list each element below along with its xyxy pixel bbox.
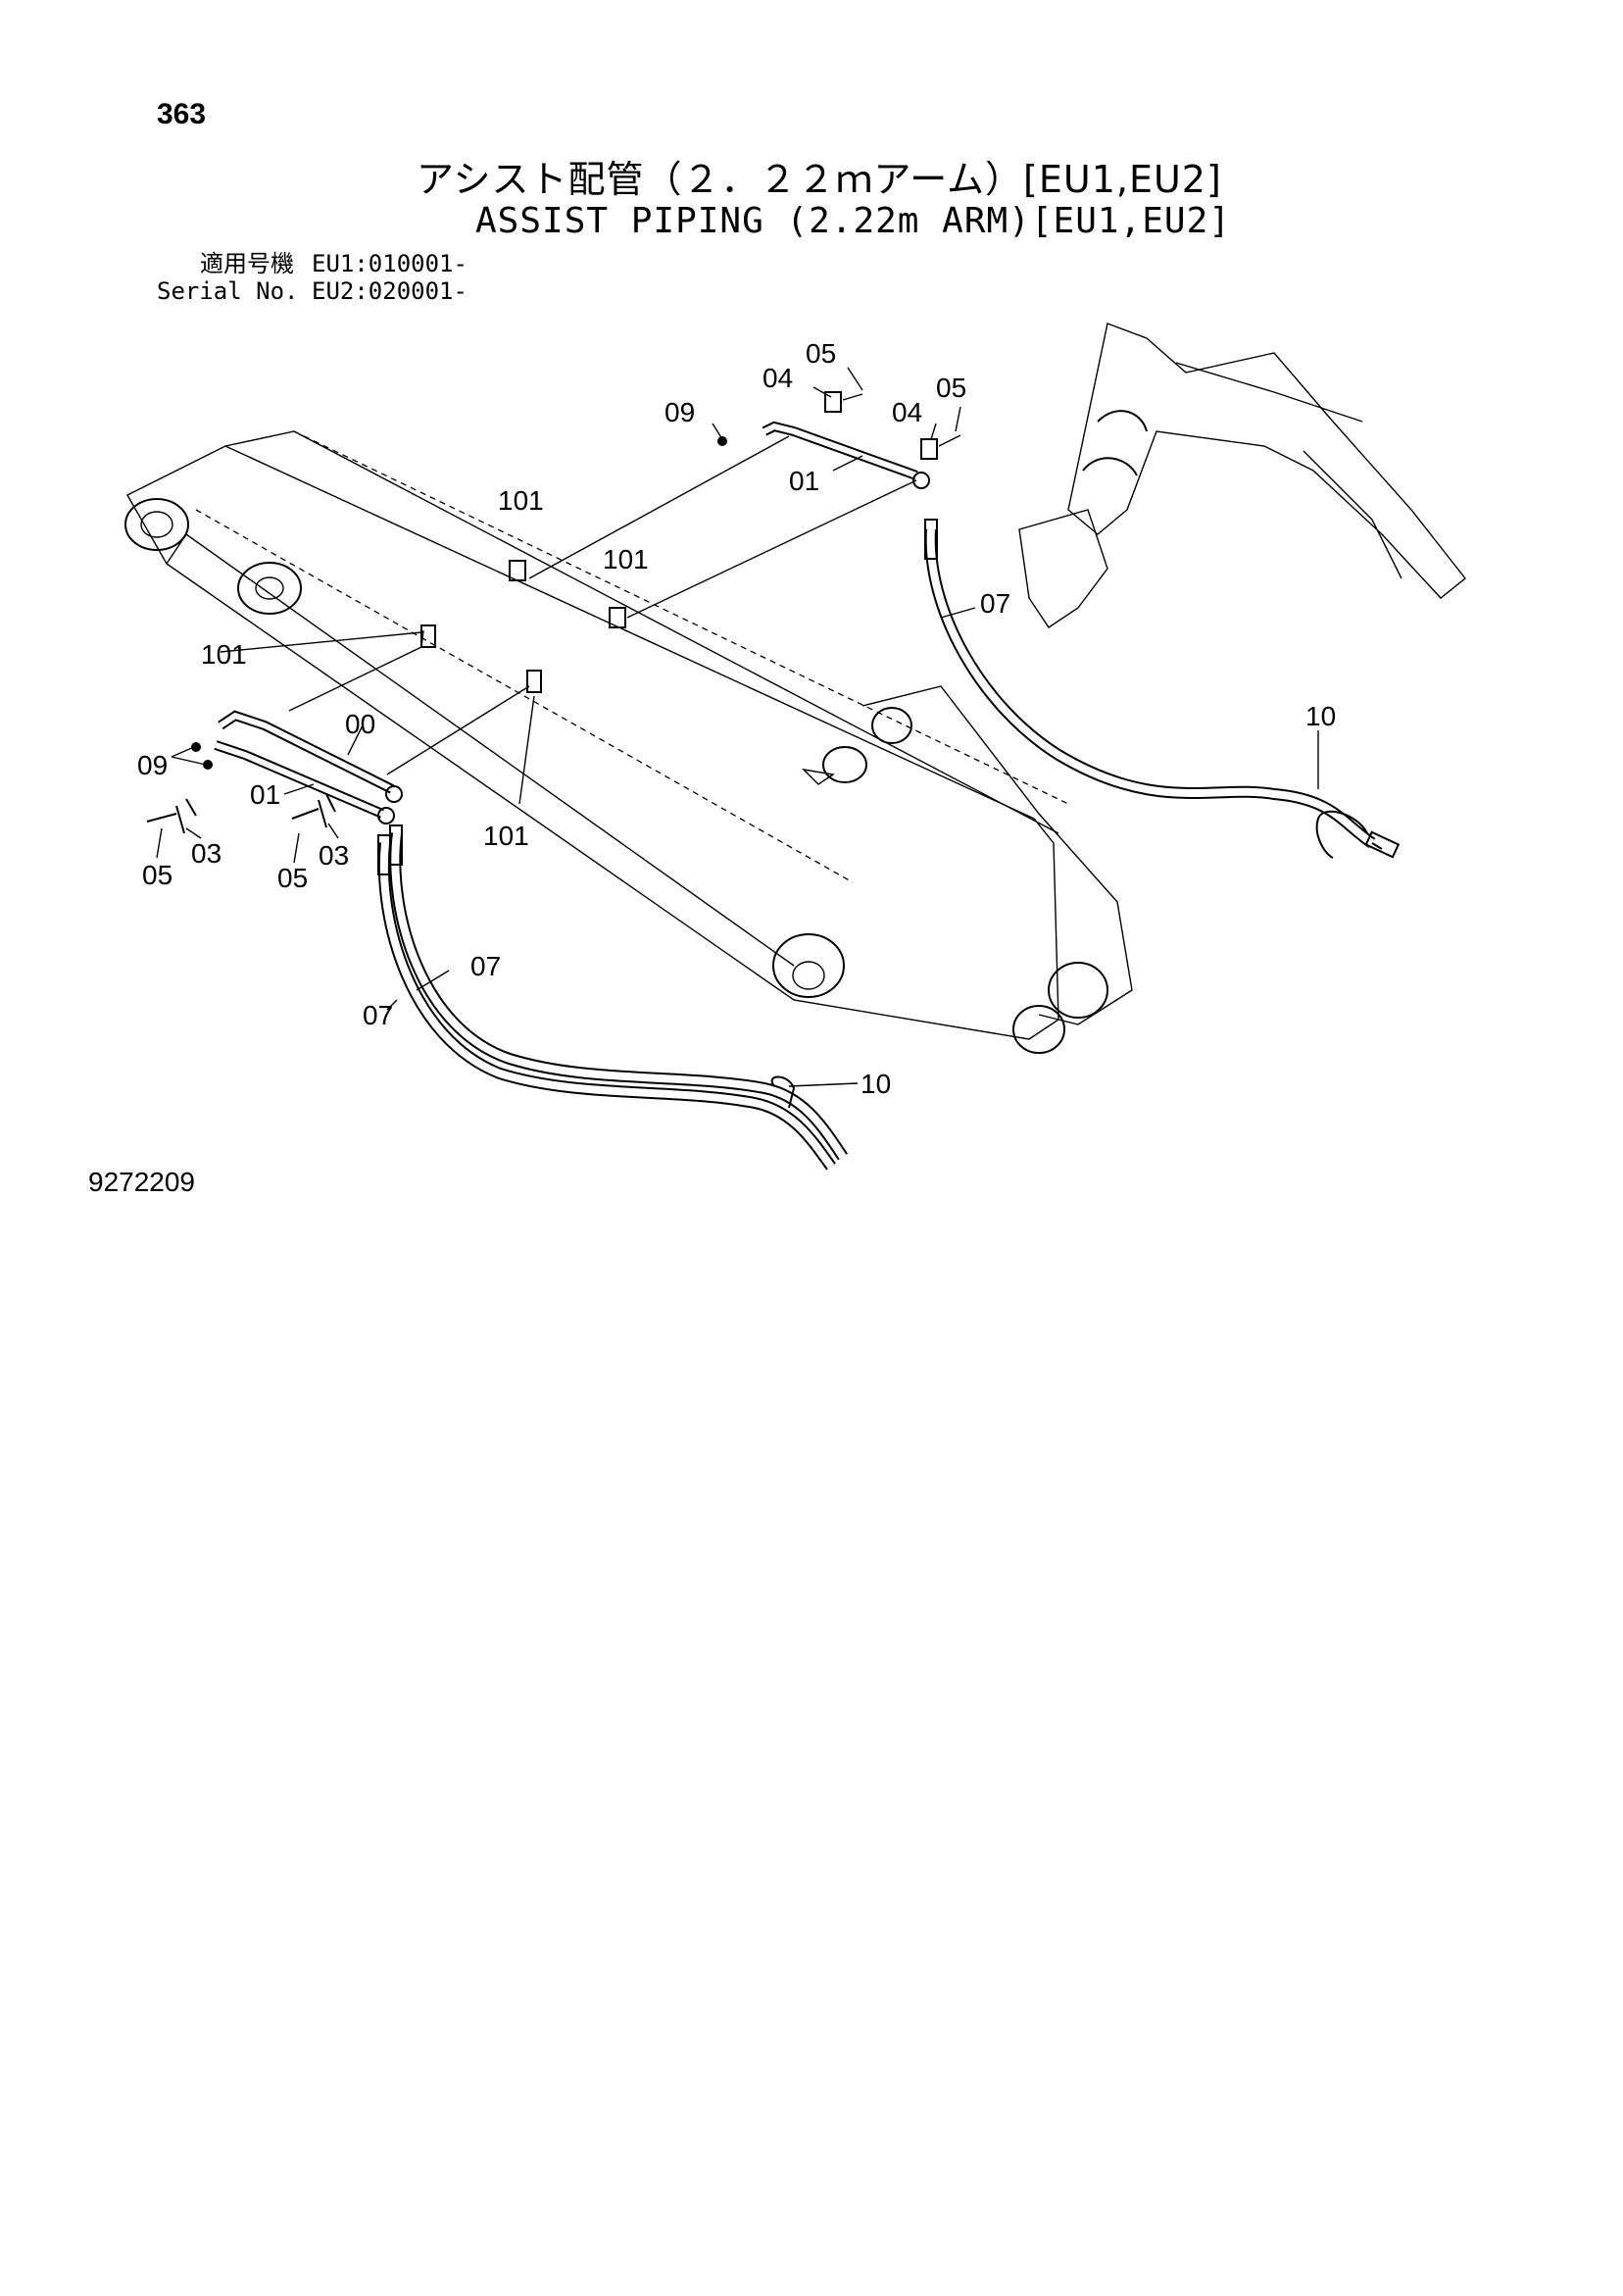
callout-04-right: 04 [892, 397, 922, 427]
callout-09-top: 09 [664, 397, 695, 427]
title-english: ASSIST PIPING (2.22m ARM)[EU1,EU2] [475, 201, 1231, 241]
serial-line-2: EU2:020001- [312, 277, 467, 305]
inset-excavator [1018, 323, 1466, 628]
serial-block: 適用号機 EU1:010001- Serial No. EU2:020001- [157, 250, 467, 305]
callout-05-left-2: 05 [277, 863, 308, 893]
parts-diagram: 05 04 09 04 05 01 101 101 101 101 07 10 … [124, 323, 1466, 1171]
callout-00: 00 [345, 709, 375, 739]
callout-03-left-1: 03 [191, 838, 221, 869]
serial-label-en: Serial No. [157, 277, 299, 305]
serial-line-1: EU1:010001- [312, 250, 467, 277]
title-japanese: アシスト配管（２．２２ｍアーム）[EU1,EU2] [417, 158, 1222, 201]
arm-body [124, 430, 1133, 1054]
callout-07-right: 07 [980, 588, 1010, 619]
callout-03-left-2: 03 [319, 840, 349, 871]
callout-101-a: 101 [498, 485, 544, 516]
leader-lines [156, 367, 1319, 1087]
callout-04-top: 04 [762, 363, 793, 393]
callout-05-right: 05 [936, 373, 966, 403]
lower-hoses [377, 824, 848, 1171]
callout-09-left: 09 [137, 750, 168, 780]
callout-05-top: 05 [806, 338, 836, 369]
callout-10-right: 10 [1305, 701, 1336, 731]
callout-01-left: 01 [250, 779, 280, 810]
drawing-number: 9272209 [88, 1167, 196, 1197]
right-hose [924, 519, 1401, 859]
upper-pipe [528, 391, 961, 619]
callout-101-b: 101 [603, 544, 649, 574]
callout-07-upper: 07 [470, 951, 501, 981]
callout-05-left-1: 05 [142, 860, 172, 890]
callout-101-c: 101 [201, 639, 247, 670]
lower-pipe-pair [146, 560, 626, 834]
callout-10-bottom: 10 [861, 1069, 891, 1099]
callout-07-lower: 07 [363, 1000, 393, 1030]
callout-01-top: 01 [789, 466, 819, 496]
serial-label-jp: 適用号機 [200, 250, 294, 277]
callout-101-d: 101 [483, 821, 529, 851]
page-number: 363 [157, 98, 207, 130]
